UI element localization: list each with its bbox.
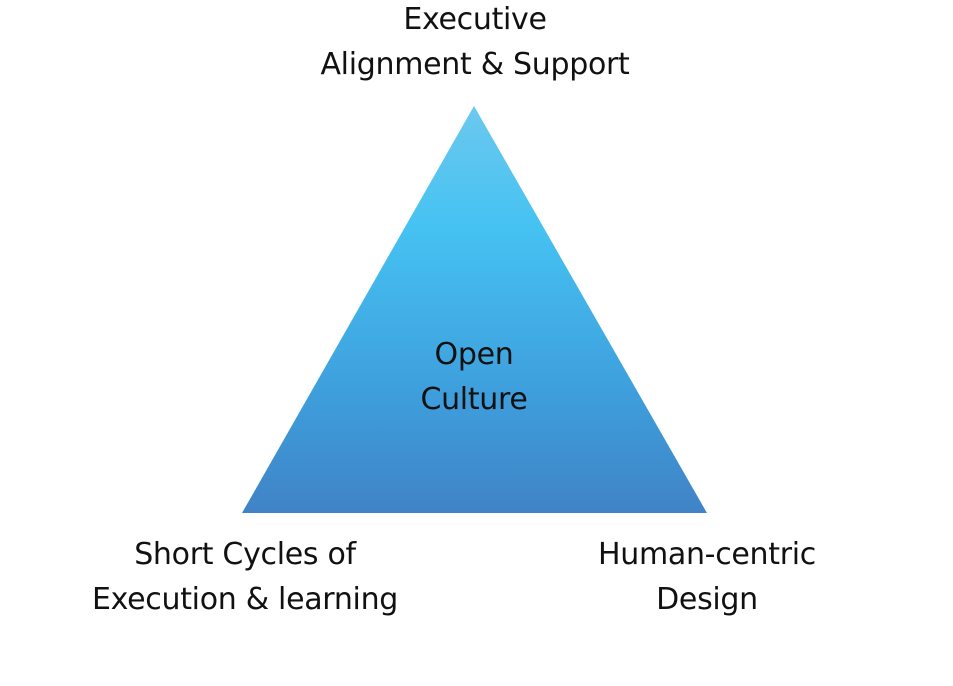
bottom-left-label: Short Cycles of Execution & learning	[45, 532, 445, 622]
bottom-left-label-line2: Execution & learning	[91, 582, 399, 617]
triangle-shape	[242, 106, 707, 513]
center-label-line2: Culture	[420, 382, 528, 417]
center-label-line1: Open	[434, 337, 514, 372]
apex-label-line2: Alignment & Support	[320, 47, 630, 82]
center-label: Open Culture	[374, 332, 574, 422]
bottom-right-label-line2: Design	[656, 582, 758, 617]
apex-label: Executive Alignment & Support	[275, 0, 675, 87]
bottom-right-label-line1: Human-centric	[597, 537, 816, 572]
apex-label-line1: Executive	[403, 2, 547, 37]
bottom-right-label: Human-centric Design	[557, 532, 857, 622]
bottom-left-label-line1: Short Cycles of	[134, 537, 356, 572]
